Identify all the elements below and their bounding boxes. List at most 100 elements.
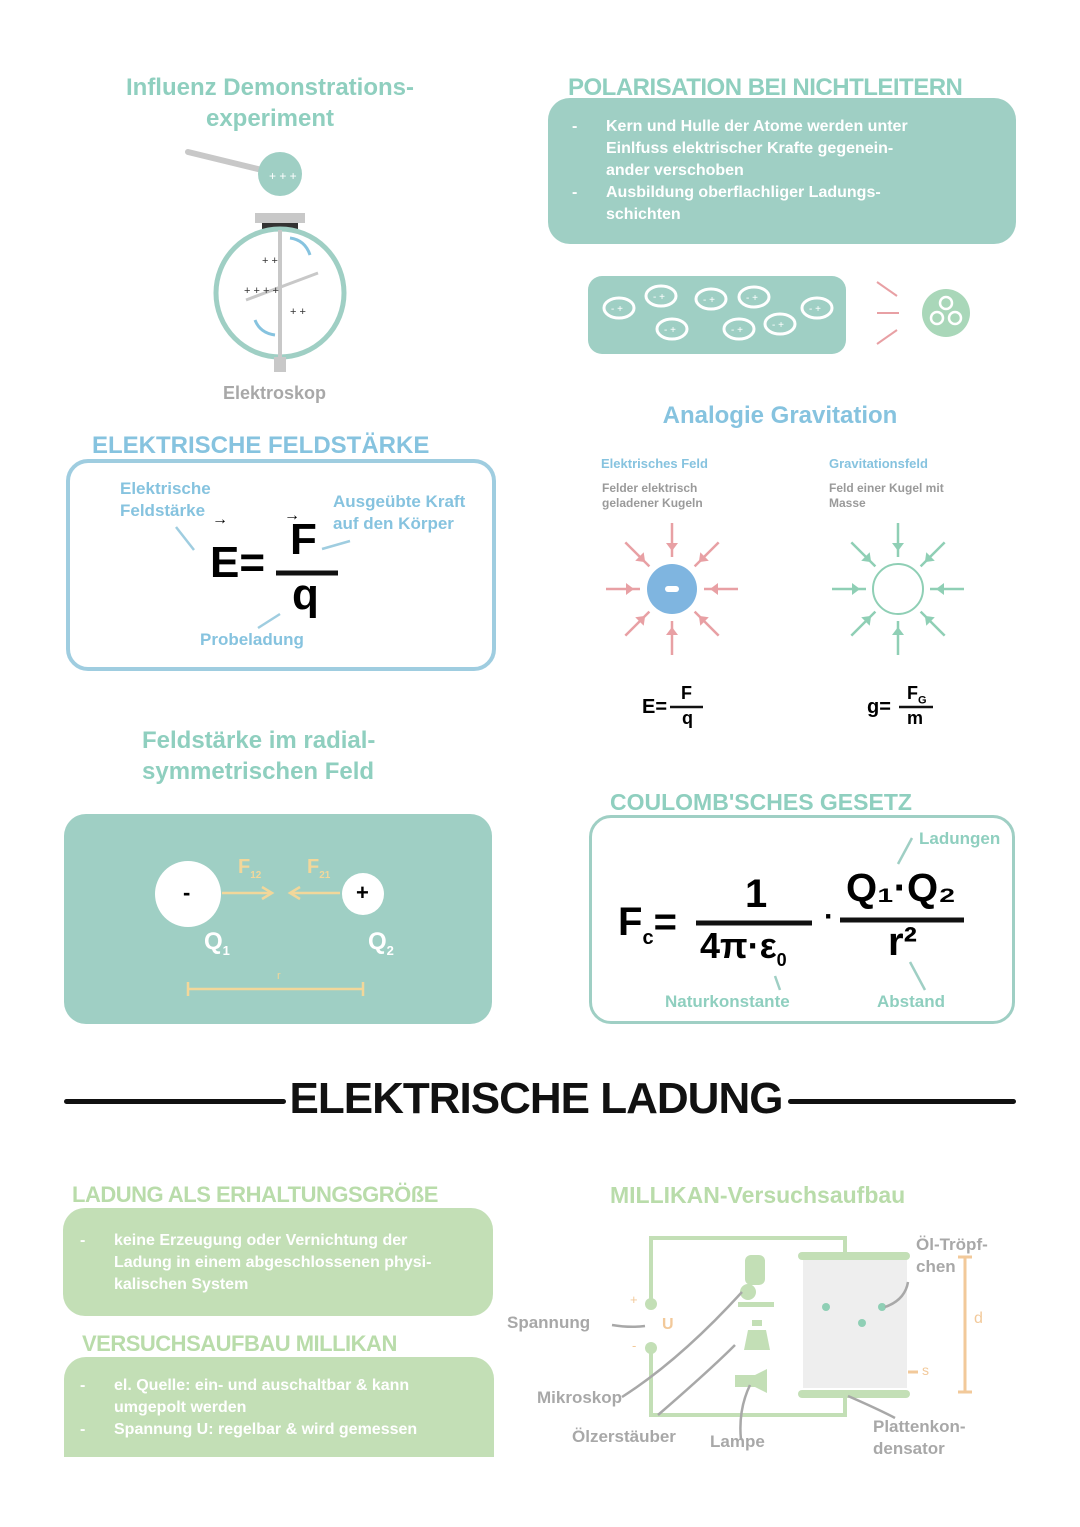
coulomb-box bbox=[589, 815, 1015, 1024]
section-title: ELEKTRISCHE LADUNG bbox=[289, 1074, 784, 1123]
force-arrow bbox=[876, 281, 898, 297]
dipole-label: - + bbox=[664, 325, 676, 336]
section-line-right bbox=[788, 1099, 1016, 1104]
field-line bbox=[850, 610, 877, 637]
grav-field-title: Gravitationsfeld bbox=[829, 456, 928, 471]
field-arrowhead bbox=[924, 615, 935, 626]
atom-core bbox=[938, 295, 954, 311]
field-drawings bbox=[606, 523, 964, 709]
grav-formula-lhs: g= bbox=[867, 696, 891, 718]
versuch-title: VERSUCHSAUFBAU MILLIKAN bbox=[82, 1331, 397, 1356]
gravitation-title: Analogie Gravitation bbox=[662, 402, 898, 429]
electric-formula-num: F bbox=[681, 683, 692, 703]
label-u: U bbox=[662, 1316, 674, 1333]
label-ladungen: Ladungen bbox=[919, 829, 1001, 848]
elektroskop-caption: Elektroskop bbox=[223, 383, 327, 403]
field-arrowhead bbox=[710, 583, 718, 595]
field-arrowhead bbox=[892, 543, 904, 551]
field-line bbox=[693, 541, 720, 568]
label-kondensator: Plattenkon-densator bbox=[873, 1417, 966, 1458]
dipole: - + bbox=[655, 317, 689, 341]
radial-drawing bbox=[155, 861, 384, 996]
field-arrowhead bbox=[936, 583, 944, 595]
dipole: - + bbox=[694, 287, 728, 311]
force-arrow bbox=[876, 329, 898, 345]
bullet: -Ausbildung oberflachliger Ladungs-schic… bbox=[572, 184, 881, 223]
field-arrowhead bbox=[892, 627, 904, 635]
coulomb-den2: r² bbox=[888, 920, 917, 964]
coulomb-title: COULOMB'SCHES GESETZ bbox=[610, 789, 912, 815]
field-line bbox=[919, 541, 946, 568]
svg-text:+ + + +: + + + + bbox=[244, 285, 279, 297]
dipole: - + bbox=[722, 317, 756, 341]
field-arrowhead bbox=[666, 543, 678, 551]
field-line bbox=[919, 610, 946, 637]
q2-sign: + bbox=[356, 880, 369, 905]
section-line-left bbox=[64, 1099, 286, 1104]
label-d: d bbox=[974, 1310, 983, 1327]
title-line: experiment bbox=[205, 105, 335, 132]
dipole-label: - + bbox=[703, 295, 715, 306]
coulomb-num1: 1 bbox=[745, 872, 768, 916]
atom bbox=[922, 289, 970, 337]
label-mikroskop: Mikroskop bbox=[537, 1388, 623, 1407]
formula-e-lhs: E= bbox=[210, 538, 266, 587]
erhaltung-title: LADUNG ALS ERHALTUNGSGRÖßE bbox=[72, 1182, 438, 1207]
feldstaerke-pointers: → → bbox=[175, 507, 351, 630]
field-arrowhead bbox=[698, 552, 709, 563]
q1-sign: - bbox=[183, 880, 191, 905]
dipole: - + bbox=[602, 296, 636, 320]
label-naturkonstante: Naturkonstante bbox=[665, 992, 790, 1011]
dipole-label: - + bbox=[772, 320, 784, 331]
svg-text:→: → bbox=[284, 507, 300, 524]
label-plus: + bbox=[630, 1292, 638, 1307]
coulomb-num2: Q₁·Q₂ bbox=[846, 866, 956, 910]
label-probeladung: Probeladung bbox=[200, 630, 304, 649]
f21-label: F21 bbox=[307, 856, 331, 881]
dipole: - + bbox=[800, 296, 834, 320]
label-spannung: Spannung bbox=[507, 1313, 591, 1332]
field-arrowhead bbox=[666, 627, 678, 635]
field-line bbox=[850, 541, 877, 568]
dipole: - + bbox=[644, 284, 678, 308]
dipole-label: - + bbox=[731, 325, 743, 336]
dipole-label: - + bbox=[653, 292, 665, 303]
title-line: Influenz Demonstrations- bbox=[125, 74, 414, 101]
coulomb-dot: · bbox=[824, 900, 834, 933]
atom-core bbox=[947, 310, 963, 326]
radial-title: Feldstärke im radial-symmetrischen Feld bbox=[142, 727, 376, 785]
q1-label: Q1 bbox=[204, 928, 230, 958]
field-arrowhead bbox=[626, 583, 634, 595]
field-arrowhead bbox=[698, 615, 709, 626]
r-label: r bbox=[277, 970, 281, 982]
dipole: - + bbox=[763, 312, 797, 336]
influenz-title: Influenz Demonstrations- experiment bbox=[70, 72, 470, 134]
polarisation-box bbox=[548, 98, 1016, 244]
label-troepfchen: Öl-Tröpf-chen bbox=[916, 1235, 988, 1276]
dipole: - + bbox=[737, 285, 771, 309]
bullet: -el. Quelle: ein- und auschaltbar & kann… bbox=[80, 1377, 410, 1416]
grav-formula-den: m bbox=[907, 708, 924, 728]
svg-text:+ + +: + + + bbox=[269, 169, 297, 183]
versuch-bullets: -el. Quelle: ein- und auschaltbar & kann… bbox=[80, 1375, 490, 1441]
field-arrowhead bbox=[861, 615, 872, 626]
electric-field-title: Elektrisches Feld bbox=[601, 456, 708, 471]
field-arrowhead bbox=[924, 552, 935, 563]
label-minus: - bbox=[632, 1338, 637, 1353]
feldstaerke-box bbox=[66, 459, 496, 671]
svg-text:+ +: + + bbox=[290, 306, 306, 318]
dipole-label: - + bbox=[809, 304, 821, 315]
label-abstand: Abstand bbox=[877, 992, 945, 1011]
dipole-label: - + bbox=[611, 304, 623, 315]
bullet: -Spannung U: regelbar & wird gemessen bbox=[80, 1421, 418, 1438]
field-line bbox=[693, 610, 720, 637]
label-oelzerstaeuber: Ölzerstäuber bbox=[572, 1427, 676, 1446]
svg-text:+ +: + + bbox=[262, 255, 278, 267]
